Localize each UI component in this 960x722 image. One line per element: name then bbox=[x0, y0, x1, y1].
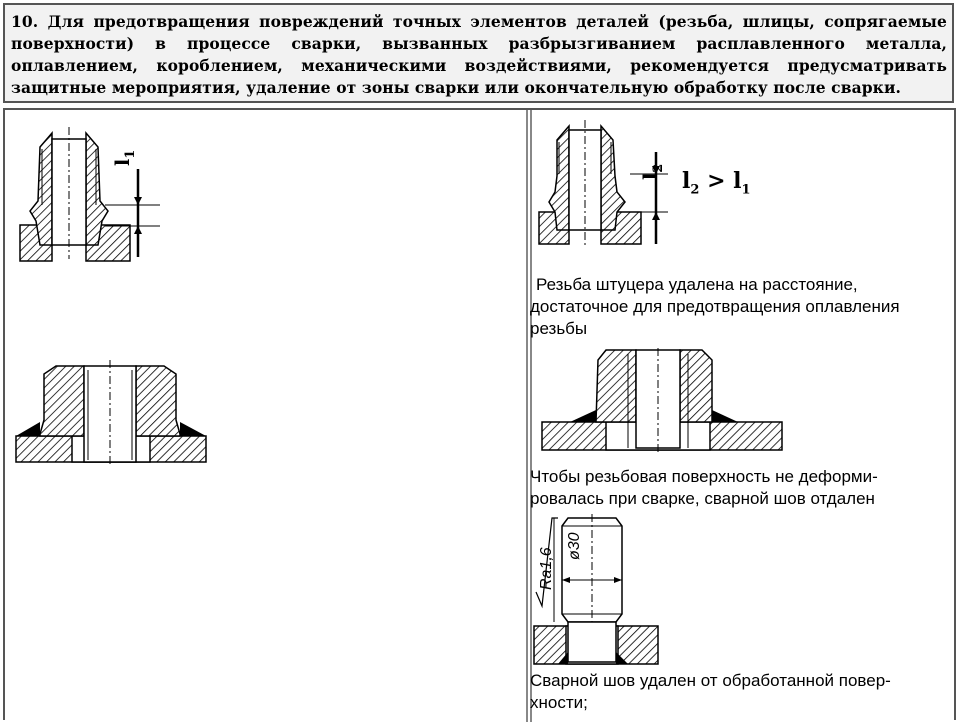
column-divider bbox=[526, 110, 532, 722]
boss-wall-right bbox=[135, 365, 181, 437]
caption-1: Резьба штуцера удалена на расстояние, до… bbox=[530, 275, 900, 338]
right-dim-drawing bbox=[630, 152, 668, 244]
weld-left bbox=[16, 422, 40, 436]
fitting-wall-right bbox=[600, 123, 626, 231]
shaft-lower bbox=[567, 621, 617, 663]
caption-3: Сварной шов удален от обработанной повер… bbox=[530, 671, 891, 712]
boss-wall-right bbox=[679, 349, 713, 423]
comparison-table bbox=[3, 108, 956, 722]
right-dim-label: l2 bbox=[640, 163, 666, 180]
roughness-label: Ra1,6 bbox=[538, 547, 555, 590]
right-fitting-drawing bbox=[538, 120, 642, 246]
left-boss-drawing bbox=[15, 360, 207, 466]
weld-right bbox=[616, 652, 628, 664]
header-line-1: 10. Для предотвращения повреждений точны… bbox=[11, 12, 947, 31]
boss-wall-left bbox=[39, 365, 85, 437]
right-shaft-drawing bbox=[533, 514, 659, 665]
weld-right bbox=[180, 422, 206, 436]
dia-arrow-right bbox=[614, 577, 622, 583]
header-line-3: оплавлением, короблением, механическими … bbox=[11, 56, 947, 75]
roughness-sign bbox=[535, 517, 558, 609]
dia-arrow-left bbox=[562, 577, 570, 583]
boss-wall-left bbox=[595, 349, 637, 423]
left-dim-label: l1 bbox=[112, 149, 138, 166]
weld-right bbox=[712, 410, 738, 422]
diameter-label: ø30 bbox=[566, 532, 583, 560]
header-line-2: поверхности) в процессе сварки, вызванны… bbox=[11, 34, 947, 53]
length-relation: l2 > l1 bbox=[682, 168, 751, 198]
fitting-wall-right bbox=[85, 130, 109, 246]
left-fitting-drawing bbox=[19, 127, 160, 262]
weld-left bbox=[558, 652, 568, 664]
dim-arrow-top bbox=[134, 197, 142, 205]
dim-arrow-top bbox=[652, 166, 660, 174]
dim-arrow-bottom bbox=[652, 212, 660, 220]
weld-left bbox=[570, 410, 596, 422]
dim-arrow-bottom bbox=[134, 226, 142, 234]
header-line-4: защитные мероприятия, удаление от зоны с… bbox=[11, 78, 902, 97]
header-panel: 10. Для предотвращения повреждений точны… bbox=[3, 3, 954, 103]
caption-2: Чтобы резьбовая поверхность не деформи- … bbox=[530, 467, 878, 508]
header-text: 10. Для предотвращения повреждений точны… bbox=[11, 11, 947, 99]
right-boss-drawing bbox=[541, 348, 783, 452]
